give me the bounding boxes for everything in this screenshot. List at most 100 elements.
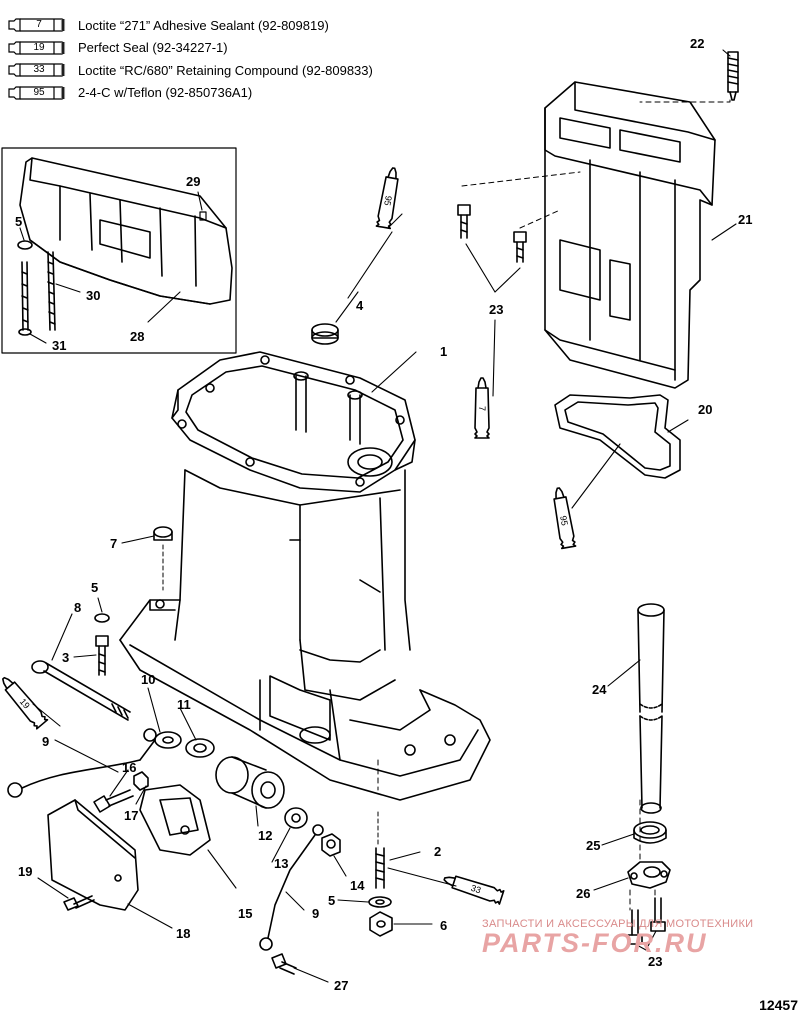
sealant-tube-95: 95: [375, 167, 399, 230]
sealant-tube-icon: 33: [8, 63, 70, 77]
rubber-mount-12: [215, 756, 285, 809]
tube-label: 95: [382, 195, 394, 207]
legend-text: 2-4-C w/Teflon (92-850736A1): [78, 85, 253, 101]
callout-21: 21: [738, 212, 752, 227]
callout-numbers: 1234555678991011121314151617181920212223…: [15, 36, 752, 993]
washer-11-hole: [193, 743, 207, 753]
bolt-23-d: [650, 897, 666, 932]
sealant-tube-icon: 95: [8, 86, 70, 100]
alignment-lines: [377, 99, 731, 911]
callout-3: 3: [62, 650, 69, 665]
callout-18: 18: [176, 926, 190, 941]
callout-24: 24: [592, 682, 607, 697]
callout-13: 13: [274, 856, 288, 871]
watermark: ЗАПЧАСТИ И АКСЕССУАРЫ ДЛЯ МОТОТЕХНИКИ PA…: [482, 918, 800, 959]
callout-7: 7: [110, 536, 117, 551]
legend-code: 33: [33, 64, 45, 76]
bolt-23-a: [457, 204, 471, 239]
bracket-15: [139, 784, 211, 856]
bolt-23-c: [627, 909, 643, 945]
nut-6: [369, 911, 393, 937]
tube-label: 33: [470, 883, 483, 896]
long-bolt-8: [31, 660, 131, 721]
guide-26: [627, 861, 671, 889]
callout-30: 30: [86, 288, 100, 303]
driveshaft-housing: [119, 351, 491, 801]
callout-5: 5: [15, 214, 22, 229]
watermark-tagline: ЗАПЧАСТИ И АКСЕССУАРЫ ДЛЯ МОТОТЕХНИКИ: [482, 918, 754, 930]
callout-11: 11: [177, 697, 191, 712]
legend-row: 33 Loctite “RC/680” Retaining Compound (9…: [8, 59, 373, 82]
callout-26: 26: [576, 886, 590, 901]
washer-11: [185, 738, 215, 758]
sealant-tube-icon: 7: [8, 18, 70, 32]
plug-4: [311, 323, 339, 345]
legend-code: 95: [33, 86, 45, 98]
sealant-tube-7: 7: [474, 377, 490, 439]
tube-label: 95: [558, 515, 570, 527]
washer-13: [284, 807, 308, 829]
callout-22: 22: [690, 36, 704, 51]
washer-5-inset: [17, 240, 33, 250]
sealant-tube-95: 95: [553, 487, 577, 550]
callout-31: 31: [52, 338, 66, 353]
water-tube-24: [637, 603, 665, 814]
sealant-tube-19: 19: [2, 676, 49, 730]
sealant-tube-icon: 19: [8, 41, 70, 55]
inset-box: [1, 147, 237, 354]
callout-15: 15: [238, 906, 252, 921]
washer-10-hole: [162, 736, 174, 744]
washer-5-left: [94, 613, 110, 623]
tube-label: 19: [18, 697, 32, 711]
legend-code: 7: [36, 19, 42, 31]
stud-2: [375, 847, 385, 889]
callout-27: 27: [334, 978, 348, 993]
screw-19: [63, 895, 95, 911]
plug-7: [153, 526, 173, 541]
watermark-logo: PARTS-FOR.RU: [482, 928, 708, 958]
legend-text: Loctite “271” Adhesive Sealant (92-80981…: [78, 17, 329, 33]
sealant-legend: 7 Loctite “271” Adhesive Sealant (92-8098…: [8, 14, 373, 104]
figure-number: 12457: [759, 997, 798, 1013]
pin-29: [199, 211, 207, 221]
callout-1: 1: [440, 344, 447, 359]
callout-9: 9: [42, 734, 49, 749]
sealant-tube-33: 33: [443, 875, 505, 905]
legend-code: 19: [33, 41, 45, 53]
washer-13-hole: [291, 813, 301, 823]
callout-23: 23: [648, 954, 662, 969]
callout-4: 4: [356, 298, 364, 313]
cover-18: [47, 799, 139, 911]
bolt-27: [271, 953, 297, 975]
washer-10: [154, 731, 182, 749]
nut-14: [321, 833, 341, 857]
callout-29: 29: [186, 174, 200, 189]
nut-17: [133, 771, 149, 791]
callout-10: 10: [141, 672, 155, 687]
callout-17: 17: [124, 808, 138, 823]
screw-16: [93, 789, 134, 813]
anti-ventilation-plate: [19, 157, 233, 305]
tube-label: 7: [477, 406, 487, 411]
ground-wire-9-right: [259, 824, 324, 951]
washer-5-lower: [368, 896, 392, 908]
callout-2: 2: [434, 844, 441, 859]
legend-row: 95 2-4-C w/Teflon (92-850736A1): [8, 82, 373, 105]
callout-28: 28: [130, 329, 144, 344]
callout-5: 5: [91, 580, 98, 595]
callout-20: 20: [698, 402, 712, 417]
screw-31: [18, 261, 32, 336]
legend-text: Loctite “RC/680” Retaining Compound (92-…: [78, 62, 373, 78]
callout-25: 25: [586, 838, 600, 853]
callout-5: 5: [328, 893, 335, 908]
callout-19: 19: [18, 864, 32, 879]
callout-16: 16: [122, 760, 136, 775]
stud-22: [727, 51, 739, 101]
ground-wire-9-left: [7, 728, 157, 798]
leader-lines: [19, 49, 737, 983]
bolt-23-b: [513, 231, 527, 263]
callout-6: 6: [440, 918, 447, 933]
callout-8: 8: [74, 600, 81, 615]
